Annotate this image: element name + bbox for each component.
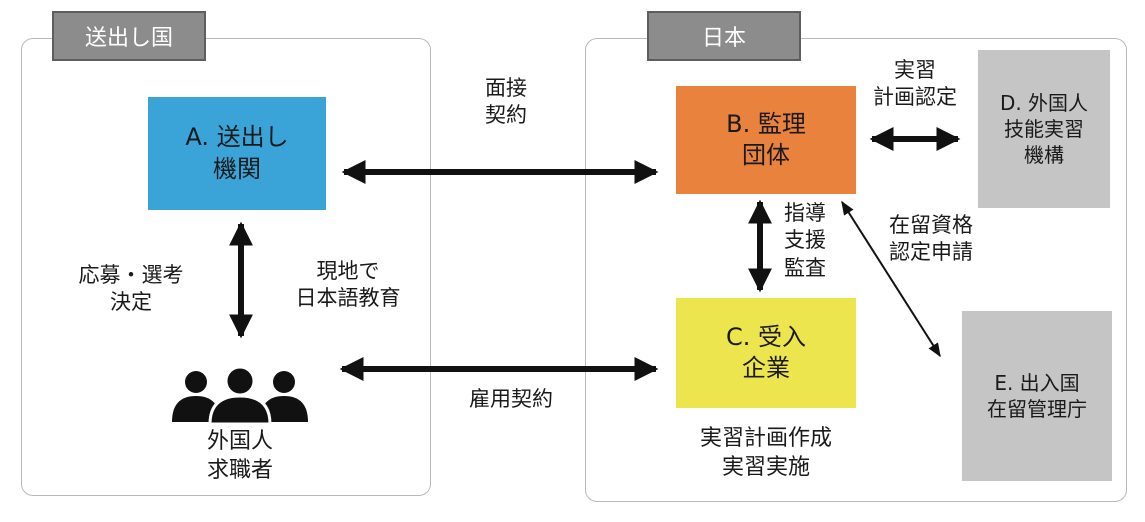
node-c-line1: C. 受入 (725, 322, 806, 351)
label-application-selection: 応募・選考 決定 (66, 262, 196, 317)
node-e-immigration-agency: E. 出入国 在留管理庁 (962, 311, 1112, 481)
label-guidance-line3: 監査 (784, 255, 826, 280)
label-application-selection-line2: 決定 (110, 290, 152, 315)
node-e-line2: 在留管理庁 (987, 397, 1087, 421)
node-c-line2: 企業 (742, 354, 790, 382)
japan-tag: 日本 (647, 11, 801, 61)
label-employment-contract: 雇用契約 (469, 387, 553, 411)
label-guidance: 指導 支援 監査 (776, 200, 834, 282)
label-local-education-line2: 日本語教育 (295, 286, 401, 311)
applicant-label: 外国人 求職者 (180, 428, 300, 485)
label-local-education-line1: 現地で (316, 259, 380, 283)
label-local-education: 現地で 日本語教育 (278, 258, 418, 313)
label-plan-approval: 実習 計画認定 (860, 57, 970, 112)
node-b-line2: 団体 (742, 141, 790, 169)
label-guidance-line1: 指導 (784, 201, 826, 225)
label-training-line1: 実習計画作成 (699, 426, 832, 451)
node-d-line1: D. 外国人 (999, 91, 1089, 115)
node-a-line2: 機関 (213, 154, 261, 183)
label-interview-contract-line2: 契約 (485, 103, 527, 128)
node-e-line1: E. 出入国 (994, 371, 1080, 395)
people-group-icon (172, 366, 308, 426)
label-training-line2: 実習実施 (721, 454, 810, 480)
node-d-otit: D. 外国人 技能実習 機構 (978, 50, 1110, 208)
label-training: 実習計画作成 実習実施 (676, 425, 856, 482)
node-b-line1: B. 監理 (726, 109, 806, 138)
applicant-line2: 求職者 (206, 457, 273, 483)
sending-country-tag: 送出し国 (52, 11, 206, 61)
label-plan-approval-line2: 計画認定 (873, 85, 957, 110)
node-c-host-company: C. 受入 企業 (676, 298, 856, 408)
node-a-sending-organization: A. 送出し 機関 (148, 97, 326, 210)
node-b-supervising-organization: B. 監理 団体 (676, 86, 856, 194)
label-interview-contract: 面接 契約 (466, 75, 546, 130)
node-d-line2: 技能実習 (1004, 117, 1084, 141)
node-d-line3: 機構 (1024, 143, 1064, 167)
label-plan-approval-line1: 実習 (894, 58, 936, 82)
label-interview-contract-line1: 面接 (485, 76, 527, 100)
node-a-line1: A. 送出し (185, 123, 289, 152)
label-application-selection-line1: 応募・選考 (78, 263, 184, 287)
label-guidance-line2: 支援 (784, 228, 826, 253)
arrow-b-e (841, 200, 941, 358)
applicant-line1: 外国人 (206, 429, 273, 454)
